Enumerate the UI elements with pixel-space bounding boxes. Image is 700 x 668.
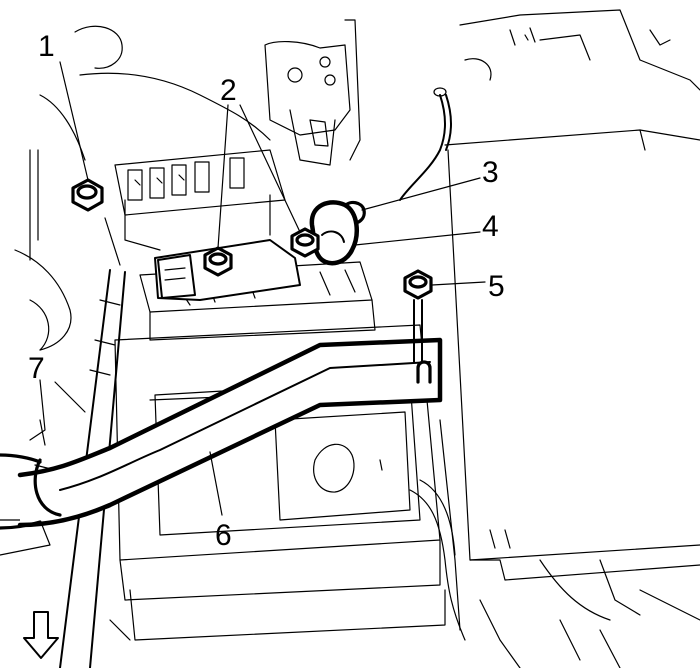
callout-1: 1 [38, 30, 55, 63]
nut-1 [71, 178, 104, 212]
callout-6: 6 [215, 519, 232, 552]
callout-5: 5 [488, 270, 505, 303]
fuse-block [114, 149, 286, 251]
leader-lines [54, 61, 486, 516]
nut-2 [203, 246, 233, 277]
nut-5 [403, 269, 433, 300]
engine-bay-background [0, 9, 700, 668]
down-arrow-icon [23, 611, 59, 659]
terminal-clamp-4 [290, 200, 359, 266]
callout-7: 7 [28, 352, 45, 385]
callout-labels: 1 2 3 4 5 6 7 [28, 30, 505, 552]
hold-down-bar [0, 337, 443, 530]
callout-2: 2 [220, 74, 237, 107]
j-bolt [413, 299, 423, 363]
callout-3: 3 [482, 156, 499, 189]
callout-4: 4 [482, 210, 499, 243]
